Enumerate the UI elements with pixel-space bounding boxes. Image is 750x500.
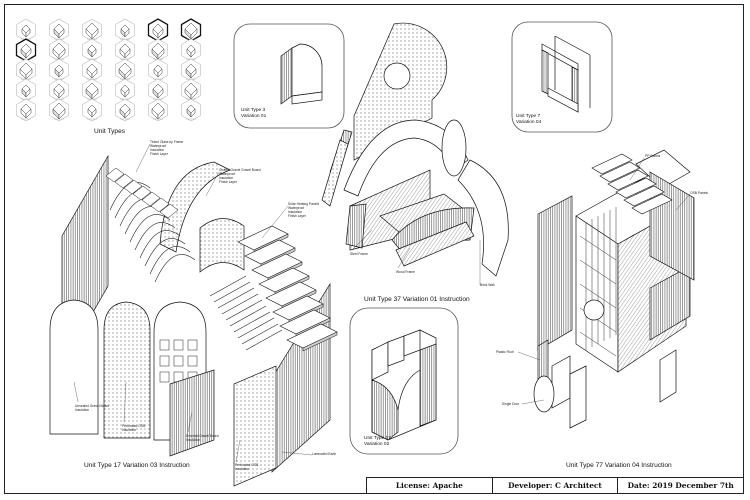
unit-type-cell xyxy=(49,18,69,42)
callout-type17-var02: Unit Type 17 Variation 02 xyxy=(364,436,391,447)
callout-frame-type7 xyxy=(511,21,613,133)
note-tinted-glass: Tinted Glass by Frame Waterproof Insulat… xyxy=(150,140,184,156)
unit-type-cell xyxy=(147,18,169,42)
unit-type-cell xyxy=(16,98,36,122)
type3-module xyxy=(280,43,323,105)
unit-type-cell xyxy=(115,58,135,82)
caption-type37-var01: Unit Type 37 Variation 01 Instruction xyxy=(364,296,470,303)
unit-type-cell xyxy=(49,58,69,82)
callout-type7-var04: Unit Type 7 Variation 04 xyxy=(516,114,542,125)
developer-label: Developer: C Architect xyxy=(491,478,618,493)
note-unsealed-gravel: Unsealed Gravel Board Insulation xyxy=(75,404,110,412)
note-pp-panels: PP Panels xyxy=(645,154,661,158)
unit-type-cell xyxy=(181,98,201,122)
note-laminated-earth: Laminated Earth xyxy=(312,452,337,456)
caption-type77-var04: Unit Type 77 Variation 04 Instruction xyxy=(566,462,672,469)
unit-type-cell xyxy=(82,58,102,82)
title-block: License: Apache Developer: C Architect D… xyxy=(366,477,744,494)
caption-unit-types: Unit Types xyxy=(94,128,126,135)
unit-type-cell xyxy=(115,18,135,42)
unit-type-cell xyxy=(16,58,36,82)
unit-type-cell xyxy=(82,98,102,122)
note-steel-frame: Steel Frame xyxy=(350,252,368,256)
unit-type-cell xyxy=(115,38,135,62)
unit-type-cell xyxy=(82,18,102,42)
note-solar-heating: Solar Heating Panels Waterproof Insulati… xyxy=(288,202,319,218)
type37-assembly xyxy=(321,22,509,277)
note-coated-gravel: Coated Gravel Gravel Board Waterproof In… xyxy=(219,168,261,184)
unit-type-cell xyxy=(148,98,168,122)
unit-type-cell xyxy=(181,38,201,62)
unit-type-cell xyxy=(82,78,102,102)
caption-type17-var03: Unit Type 17 Variation 03 Instruction xyxy=(84,462,190,469)
date-label: Date: 2019 December 7th xyxy=(617,478,743,493)
unit-type-cell xyxy=(49,78,69,102)
unit-type-cell xyxy=(148,58,168,82)
unit-type-cell xyxy=(148,38,168,62)
note-wood-frame: Wood Frame xyxy=(396,270,415,274)
license-label: License: Apache xyxy=(395,481,463,490)
unit-type-cell xyxy=(115,98,135,122)
note-perforated-osb: Perforated OSB Insulation xyxy=(122,424,146,432)
unit-type-cell xyxy=(181,78,201,102)
callout-type3-var01: Unit Type 3 Variation 01 xyxy=(241,108,267,119)
note-single-door: Single Door xyxy=(502,402,520,406)
unit-type-cell xyxy=(148,78,168,102)
note-perforated-osb-2: Perforated OSB Insulation xyxy=(235,463,259,471)
unit-type-cell xyxy=(82,38,102,62)
type17-module xyxy=(371,329,437,441)
unit-type-cell xyxy=(49,38,69,62)
unit-type-cell xyxy=(16,18,36,42)
unit-type-cell xyxy=(181,58,201,82)
note-brick-wall: Brick Wall xyxy=(480,283,495,287)
note-osb-panels: OSB Panels xyxy=(690,191,708,195)
unit-type-cell xyxy=(49,98,69,122)
unit-type-cell xyxy=(15,38,37,62)
unit-type-cell xyxy=(16,78,36,102)
type17-assembly xyxy=(49,154,338,487)
unit-type-cell xyxy=(180,18,202,42)
note-emerald-gravel: Emerald Gravel Board Insulation xyxy=(186,434,219,442)
unit-type-cell xyxy=(115,78,135,102)
type7-module xyxy=(541,35,591,113)
note-plastic-roof: Plastic Roof xyxy=(496,350,514,354)
unit-types-grid xyxy=(15,18,202,122)
type77-assembly xyxy=(533,149,695,429)
